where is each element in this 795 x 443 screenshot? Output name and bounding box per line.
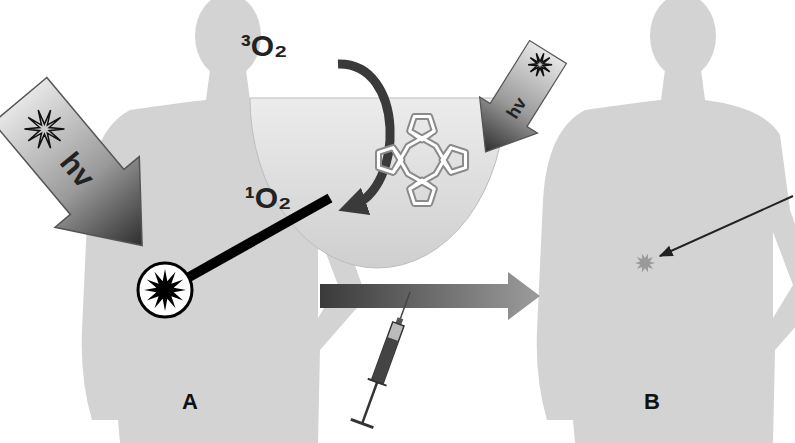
light-source <box>528 53 552 76</box>
meso-bridge <box>410 148 451 189</box>
porphyrin <box>378 116 465 203</box>
process-arrow <box>320 272 540 320</box>
panel-letter: B <box>644 391 660 413</box>
light-source <box>24 110 64 148</box>
person-silhouette <box>537 0 795 443</box>
tumor-burst <box>144 269 186 311</box>
oxygen-label: ¹O₂ <box>245 183 292 213</box>
meso-bridge <box>393 148 434 189</box>
conversion-arrow <box>338 64 390 206</box>
light-arrow <box>457 34 577 170</box>
treated-spot <box>635 253 655 272</box>
leader-arrow <box>660 196 793 256</box>
syringe <box>351 288 421 428</box>
panel-letter: A <box>182 391 198 413</box>
target-circle <box>138 263 192 317</box>
meso-bridge <box>410 131 451 172</box>
light-arrow <box>0 65 184 281</box>
oxygen-label: ³O₂ <box>241 31 288 61</box>
meso-bridge <box>393 131 434 172</box>
